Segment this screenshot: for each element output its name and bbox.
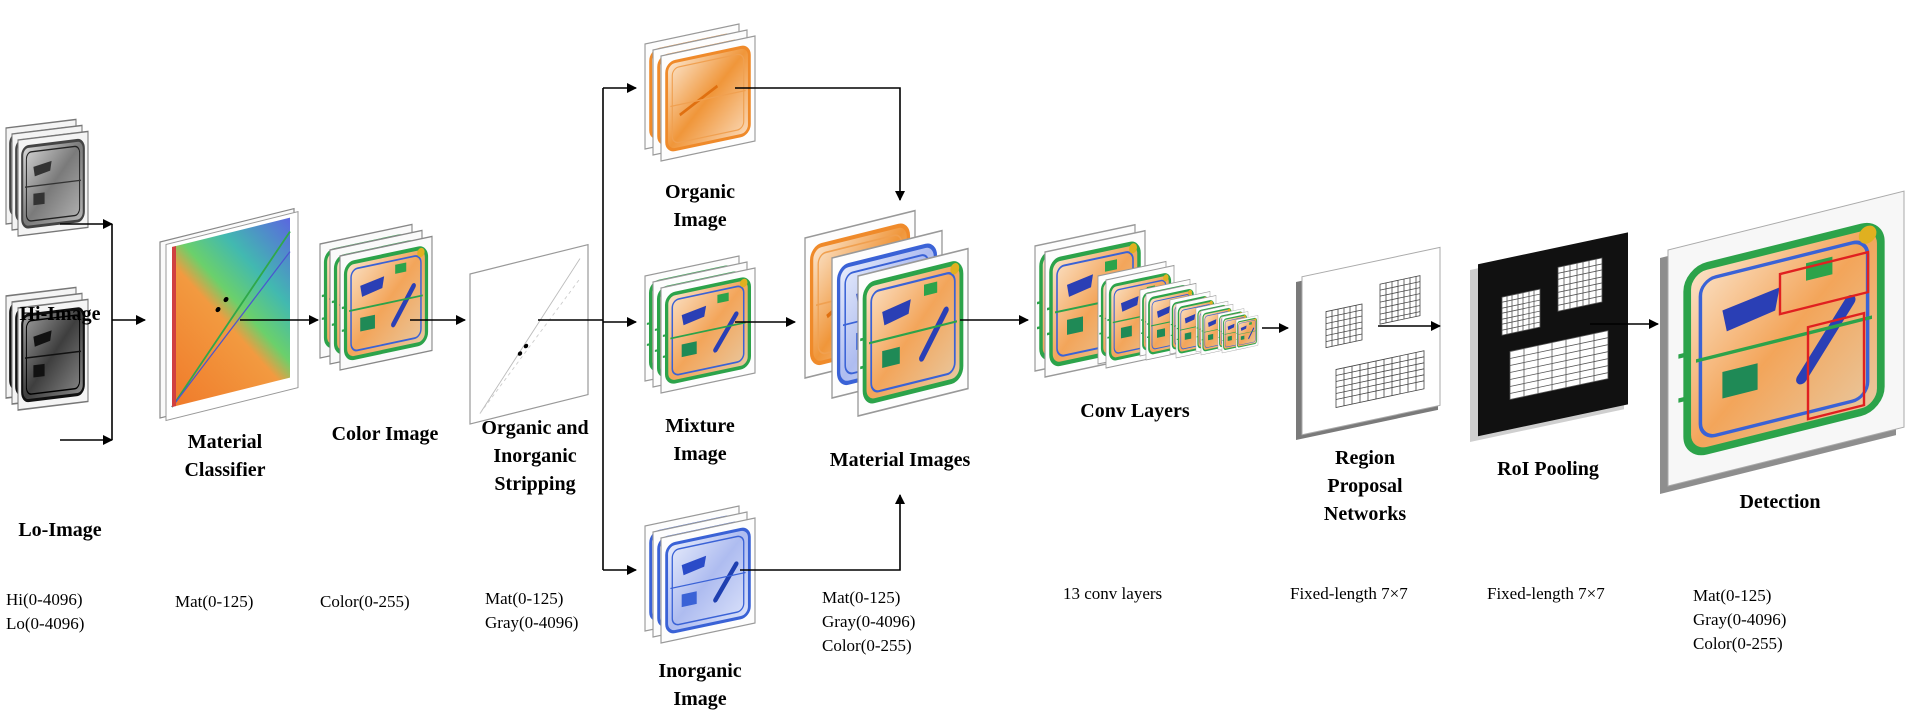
label-color-image: Color Image	[331, 423, 439, 445]
roi-pooling-panel	[1470, 232, 1628, 442]
range-conv: 13 conv layers	[1063, 584, 1163, 603]
color-image-stack	[320, 223, 433, 371]
range-classifier: Mat(0-125)	[175, 592, 254, 611]
material-images-stack	[804, 209, 969, 418]
label-organic-image: Organic Image	[665, 181, 735, 231]
label-material-classifier: Material Classifier	[184, 431, 266, 481]
label-roi-pooling: RoI Pooling	[1497, 458, 1599, 480]
label-lo-image: Lo-Image	[18, 519, 102, 541]
stripping-plot	[469, 243, 589, 425]
lo-image-stack	[5, 286, 89, 411]
inorganic-image-stack	[644, 505, 756, 644]
mixture-image-stack	[645, 255, 756, 394]
label-material-images: Material Images	[829, 449, 971, 471]
label-mixture-image: Mixture Image	[665, 415, 735, 465]
range-rpn: Fixed-length 7×7	[1290, 584, 1408, 603]
material-merge-arrows	[735, 87, 905, 571]
range-material: Mat(0-125) Gray(0-4096) Color(0-255)	[822, 588, 916, 655]
range-detection: Mat(0-125) Gray(0-4096) Color(0-255)	[1693, 586, 1787, 653]
label-inorganic-image: Inorganic Image	[658, 660, 742, 710]
label-hi-image: Hi-Image	[19, 303, 101, 325]
label-stripping: Organic and Inorganic Stripping	[481, 417, 589, 495]
detection-image	[1660, 190, 1905, 494]
range-input: Hi(0-4096) Lo(0-4096)	[6, 590, 85, 633]
range-color: Color(0-255)	[320, 592, 410, 611]
label-detection: Detection	[1739, 491, 1821, 513]
conv-layers-stack	[1035, 223, 1259, 378]
label-rpn: Region Proposal Networks	[1323, 447, 1407, 525]
organic-image-stack	[644, 23, 756, 162]
input-merge-arrows	[60, 219, 146, 445]
range-stripping: Mat(0-125) Gray(0-4096)	[485, 589, 579, 632]
material-classifier-graph	[159, 207, 299, 422]
branch-arrows	[538, 83, 637, 575]
label-conv-layers: Conv Layers	[1080, 400, 1190, 422]
range-roi: Fixed-length 7×7	[1487, 584, 1605, 603]
rpn-panel	[1296, 246, 1441, 440]
hi-image-stack	[5, 118, 89, 237]
